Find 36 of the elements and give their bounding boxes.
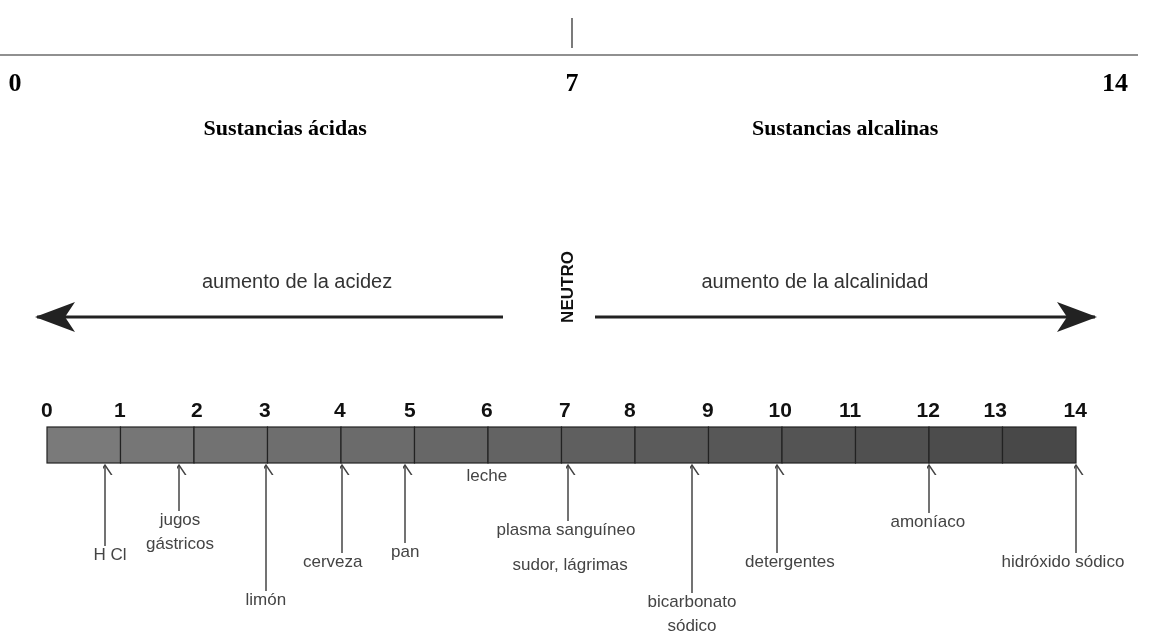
scale-number: 10	[768, 398, 792, 422]
scale-number: 12	[916, 398, 940, 422]
substance-label: sudor, lágrimas	[512, 553, 628, 577]
substance-label: jugos gástricos	[130, 508, 230, 556]
substance-label: pan	[391, 540, 420, 564]
scale-number: 7	[565, 68, 579, 98]
scale-number: 3	[259, 398, 271, 422]
neutral-label: NEUTRO	[557, 251, 578, 323]
scale-number: 8	[624, 398, 636, 422]
category-label: Sustancias ácidas	[203, 115, 367, 141]
scale-number: 7	[559, 398, 571, 422]
substance-label: limón	[245, 588, 287, 612]
scale-number: 0	[41, 398, 53, 422]
scale-number: 11	[839, 398, 862, 422]
substance-label: H Cl	[93, 543, 127, 567]
substance-label: plasma sanguíneo	[496, 518, 636, 542]
scale-number: 0	[8, 68, 22, 98]
scale-number: 14	[1063, 398, 1087, 422]
scale-number: 14	[1102, 68, 1128, 98]
arrow-label: aumento de la acidez	[202, 270, 393, 293]
arrow-label: aumento de la alcalinidad	[701, 270, 929, 293]
scale-number: 9	[702, 398, 714, 422]
ph-scale-bar-drawing	[46, 426, 1077, 464]
substance-label: leche	[466, 466, 508, 486]
scale-number: 4	[334, 398, 346, 422]
substance-label: detergentes	[745, 550, 835, 574]
substance-label: cerveza	[303, 550, 363, 574]
scale-number: 2	[191, 398, 203, 422]
substance-label: amoníaco	[890, 510, 966, 534]
scale-number: 6	[481, 398, 493, 422]
substance-label: hidróxido sódico	[1001, 550, 1125, 574]
category-label: Sustancias alcalinas	[752, 115, 939, 141]
scale-number: 5	[404, 398, 416, 422]
scale-number: 1	[114, 398, 126, 422]
substance-label: bicarbonato sódico	[637, 590, 747, 638]
scale-number: 13	[983, 398, 1007, 422]
